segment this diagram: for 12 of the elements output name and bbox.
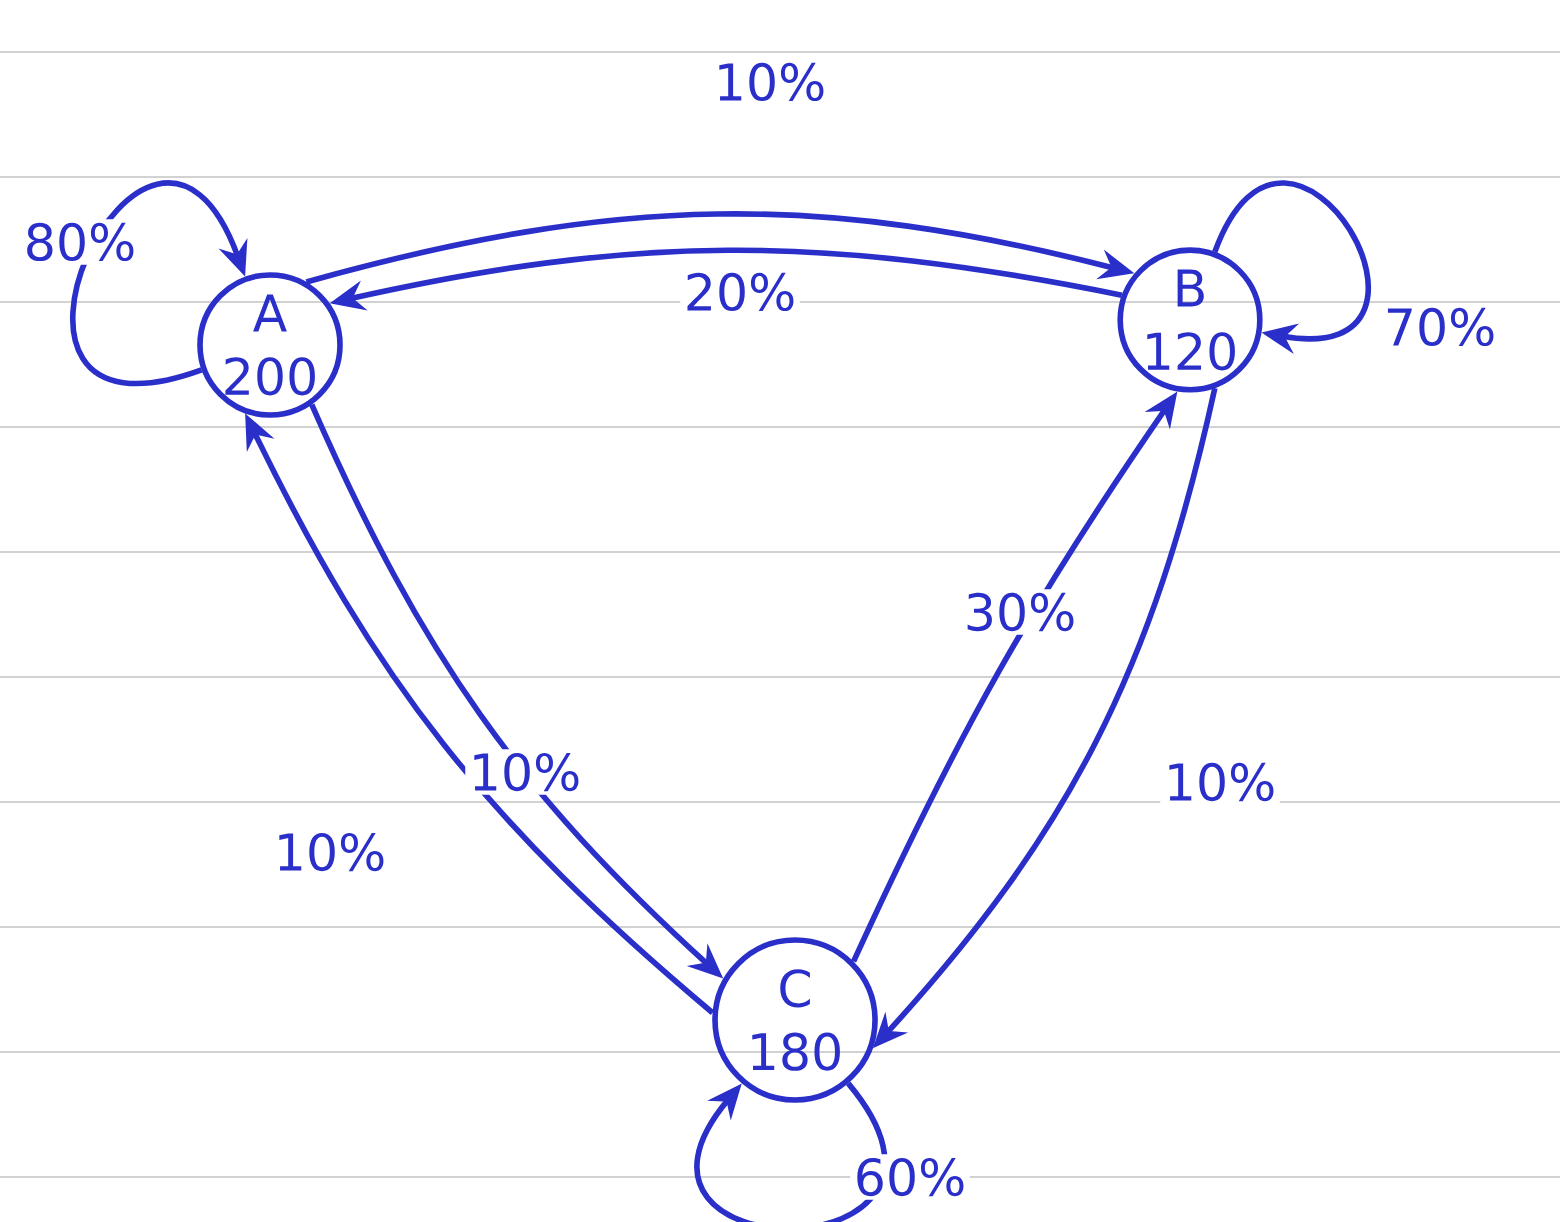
arrow bbox=[70, 181, 248, 386]
edge-label: 70% bbox=[1380, 304, 1500, 350]
edge-label: 20% bbox=[680, 269, 800, 315]
edge-label: 80% bbox=[20, 219, 140, 265]
arrow bbox=[1212, 180, 1371, 354]
edge-label: 10% bbox=[710, 59, 830, 105]
edge-label: 10% bbox=[1160, 759, 1280, 805]
edge-label: 10% bbox=[465, 749, 585, 795]
edge-label: 30% bbox=[960, 589, 1080, 635]
arrow bbox=[694, 1081, 888, 1222]
edge-label: 60% bbox=[850, 1154, 970, 1200]
edge-label: 10% bbox=[270, 829, 390, 875]
